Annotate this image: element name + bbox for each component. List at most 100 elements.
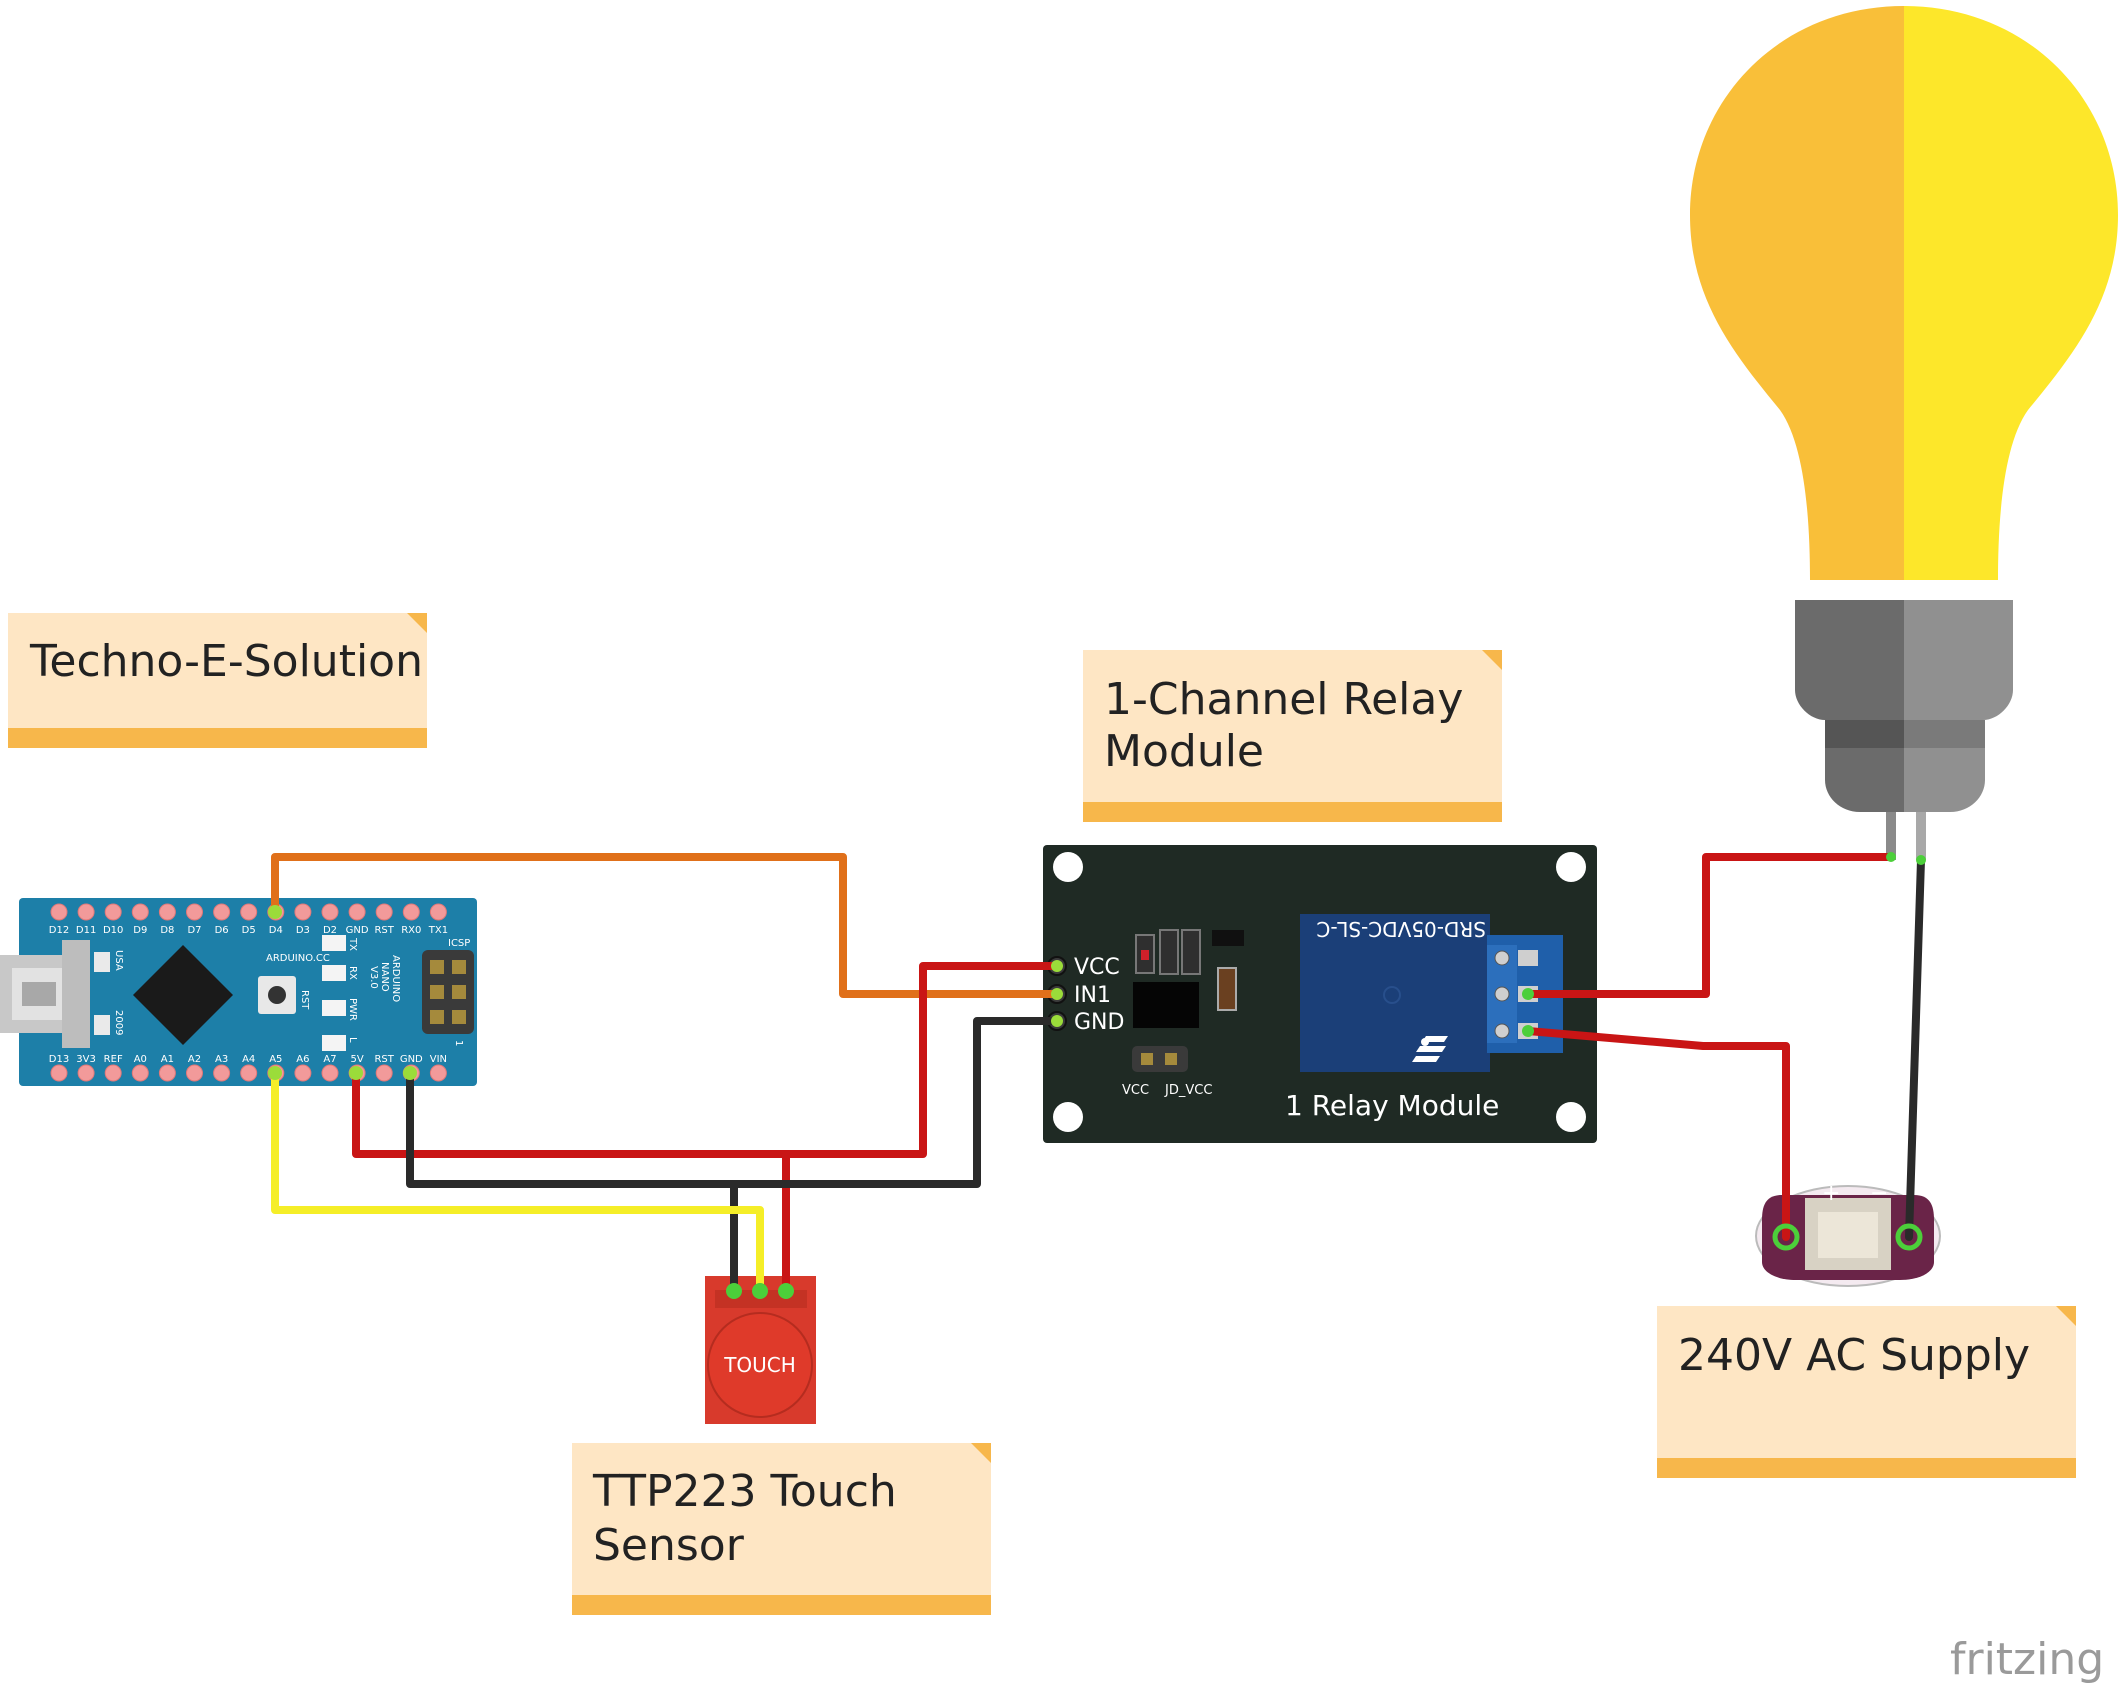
nano-top-pin-label: RST	[374, 925, 394, 936]
nano-top-pin-label: D2	[323, 925, 337, 936]
nano-top-pin-label: D10	[103, 925, 123, 936]
wire-black-gnd	[406, 1017, 1061, 1188]
plus-label: +	[1822, 1181, 1840, 1206]
nano-top-pin-label: D5	[242, 925, 256, 936]
nano-top-pin-label: D12	[49, 925, 69, 936]
nano-bottom-pin-a7	[321, 1064, 339, 1082]
nano-bottom-pin-label: 5V	[350, 1054, 363, 1065]
nano-top-pin-gnd	[348, 903, 366, 921]
nano-top-pin-d11	[77, 903, 95, 921]
jumper-vcc-label: VCC	[1122, 1083, 1149, 1098]
icsp-header	[422, 950, 474, 1034]
nano-bottom-pin-label: 3V3	[76, 1054, 96, 1065]
wire-orange-signal	[271, 853, 1061, 998]
relay-logo	[1412, 1036, 1448, 1062]
wire-black-bulb-supply	[1905, 856, 1925, 1241]
nano-top-pin-tx1	[429, 903, 447, 921]
nano-top-pin-d9	[131, 903, 149, 921]
note-supply: 240V AC Supply	[1657, 1306, 2076, 1478]
note-company-text: Techno-E-Solution	[29, 636, 423, 687]
nano-top-pin-rx0	[402, 903, 420, 921]
nano-bottom-pin-a1	[158, 1064, 176, 1082]
nano-bottom-pin-a2	[186, 1064, 203, 1082]
note-relay-line2: Module	[1104, 726, 1264, 777]
nano-top-pin-d7	[186, 903, 203, 921]
fritzing-brand: fritzing	[1950, 1634, 2104, 1685]
relay-block	[1300, 914, 1490, 1072]
nano-bottom-pin-label: RST	[374, 1054, 394, 1065]
nano-top-pin-d5	[240, 903, 258, 921]
nano-bottom-pin-a0	[131, 1064, 149, 1082]
nano-bottom-pin-a4	[240, 1064, 258, 1082]
nano-bottom-pin-a6	[294, 1064, 312, 1082]
wire-red-relay-bulb	[1524, 853, 1895, 998]
touch-sensor: TOUCH	[705, 1276, 816, 1424]
relay-pin-gnd: GND	[1074, 1010, 1124, 1035]
light-bulb	[1690, 6, 2118, 860]
nano-bottom-pin-a3	[213, 1064, 231, 1082]
one-text: 1	[453, 1040, 464, 1046]
microcontroller-chip	[133, 945, 233, 1045]
nano-bottom-pin-label: A5	[269, 1054, 282, 1065]
nano-bottom-pin-label: A6	[296, 1054, 309, 1065]
relay-pin-vcc: VCC	[1074, 955, 1120, 980]
nano-top-pin-d12	[50, 903, 68, 921]
relay-part-text: SRD-05VDC-SL-C	[1316, 917, 1486, 941]
nano-bottom-pin-label: GND	[400, 1054, 423, 1065]
usa-text: USA	[113, 950, 124, 971]
rst-text: RST	[299, 990, 310, 1010]
wire-endpoints	[268, 852, 1926, 1299]
nano-bottom-pin-label: A3	[215, 1054, 228, 1065]
nano-bottom-pin-label: D13	[49, 1054, 69, 1065]
nano-bottom-pin-label: A0	[134, 1054, 147, 1065]
model-line3: V3.0	[368, 966, 379, 989]
nano-bottom-pin-3v3	[77, 1064, 95, 1082]
tx-text: TX	[347, 937, 358, 951]
supply-connector: + −	[1755, 1181, 1941, 1287]
note-touch: TTP223 Touch Sensor	[572, 1443, 991, 1615]
nano-top-pin-d2	[321, 903, 339, 921]
nano-top-pin-d3	[294, 903, 312, 921]
nano-top-pin-rst	[375, 903, 393, 921]
model-line2: NANO	[379, 962, 390, 992]
nano-bottom-pin-rst	[375, 1064, 393, 1082]
note-company: Techno-E-Solution	[8, 613, 427, 748]
nano-top-pin-label: D6	[215, 925, 229, 936]
nano-top-pin-label: GND	[346, 925, 369, 936]
nano-top-pin-label: RX0	[401, 925, 421, 936]
minus-label: −	[1870, 1181, 1888, 1206]
l-text: L	[347, 1037, 358, 1043]
nano-top-pin-label: TX1	[428, 925, 448, 936]
nano-top-pin-label: D3	[296, 925, 310, 936]
wire-red-5v	[352, 962, 1061, 1158]
mount-hole	[1053, 852, 1083, 882]
nano-bottom-pin-ref	[104, 1064, 122, 1082]
nano-bottom-pin-label: A4	[242, 1054, 255, 1065]
nano-bottom-pin-d13	[50, 1064, 68, 1082]
wire-yellow-signal	[271, 1069, 764, 1295]
mount-hole	[1556, 852, 1586, 882]
nano-bottom-pin-label: REF	[104, 1054, 123, 1065]
touch-label: TOUCH	[723, 1353, 796, 1377]
nano-top-pin-d6	[213, 903, 231, 921]
nano-top-pin-label: D8	[160, 925, 174, 936]
nano-bottom-pin-vin	[429, 1064, 447, 1082]
rx-text: RX	[347, 966, 358, 980]
note-relay: 1-Channel Relay Module	[1083, 650, 1502, 822]
nano-bottom-pin-label: A7	[323, 1054, 336, 1065]
wire-red-relay-supply	[1524, 1027, 1790, 1241]
mount-hole	[1053, 1102, 1083, 1132]
nano-top-pin-d10	[104, 903, 122, 921]
nano-top-pin-label: D9	[133, 925, 147, 936]
note-touch-line2: Sensor	[593, 1520, 745, 1571]
year-text: 2009	[113, 1010, 124, 1035]
nano-bottom-pin-label: VIN	[430, 1054, 447, 1065]
note-relay-line1: 1-Channel Relay	[1104, 674, 1463, 725]
touch-pad[interactable]	[707, 1312, 813, 1418]
nano-top-pin-label: D11	[76, 925, 96, 936]
board-text: ARDUINO.CC	[266, 953, 330, 964]
